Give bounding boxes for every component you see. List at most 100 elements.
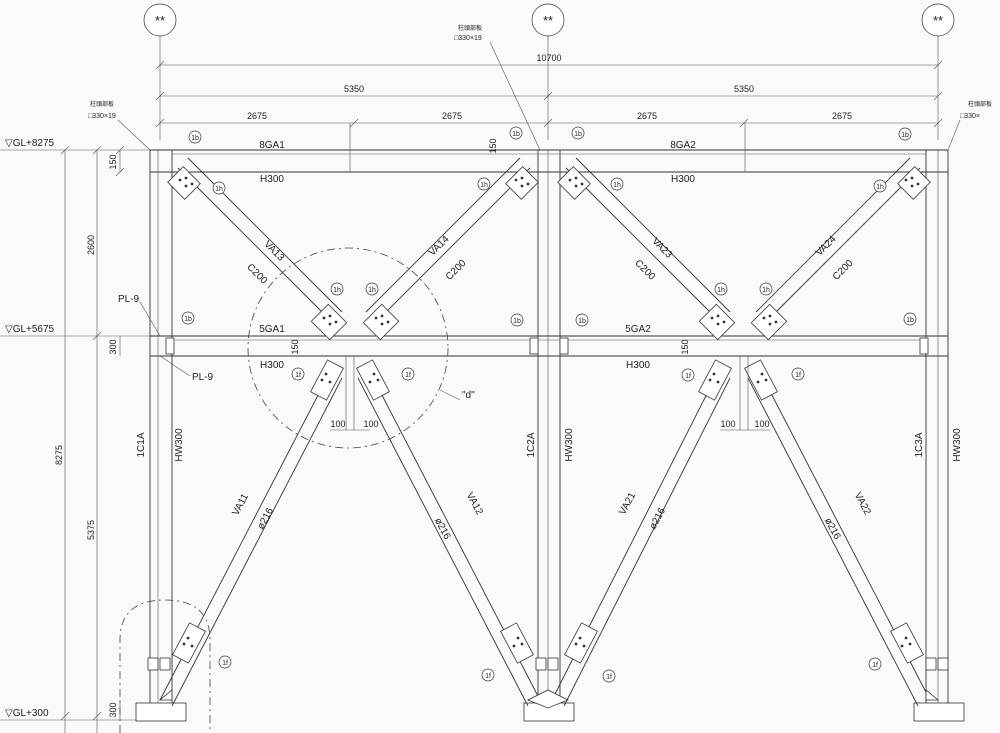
tag-1b: 1b: [578, 318, 586, 325]
tag-1f: 1f: [295, 372, 301, 379]
brace-label: VA21: [617, 490, 638, 516]
brace-section: ø216: [822, 516, 843, 542]
grid-bubble-label: **: [543, 13, 553, 28]
brace-section: ø216: [648, 506, 669, 532]
splice-plates: [147, 337, 949, 671]
tag-1f: 1f: [685, 373, 691, 380]
dimension-chain-top: 10700 5350 5350 2675 2675 2675 2675: [155, 53, 943, 128]
plate-callout-lower: PL-9: [159, 355, 214, 383]
detail-label: "d": [462, 390, 475, 401]
tag-1f: 1f: [872, 662, 878, 669]
callout-title: 柱頭部板: [458, 24, 482, 32]
callout-title: 柱頭部板: [90, 100, 114, 108]
brace-section: C200: [444, 258, 469, 283]
beam-label: 5GA2: [625, 324, 651, 335]
brace-section: ø216: [432, 516, 453, 542]
column-top-callout-1: 柱頭部板 □330×19: [88, 100, 151, 151]
dimension-150: 150: [108, 154, 118, 169]
brace-label: VA24: [814, 234, 839, 259]
gusset-plates: [167, 166, 931, 664]
tag-1b: 1b: [513, 318, 521, 325]
brace-label: VA13: [261, 239, 286, 264]
grid-bubble-label: **: [933, 13, 943, 28]
column-label: 1C1A: [136, 432, 147, 457]
callout-size: □330×: [960, 113, 980, 120]
brace-label: VA23: [649, 236, 674, 261]
dimension-300-base: 300: [108, 702, 118, 717]
tag-1h: 1h: [480, 182, 488, 189]
tag-1b: 1b: [574, 131, 582, 138]
dimension-100: 100: [363, 419, 378, 429]
base-gussets: [158, 689, 940, 709]
dimension-quarter: 2675: [247, 111, 267, 121]
detail-circle: "d": [247, 247, 475, 449]
callout-size: □330×19: [454, 35, 482, 42]
level-label-mid: ▽GL+5675: [5, 324, 55, 335]
brace-section: C200: [831, 258, 856, 283]
upper-brace-VA13: [177, 157, 343, 323]
tag-1h: 1h: [215, 186, 223, 193]
callout-size: □330×19: [88, 113, 116, 120]
beam-section: H300: [626, 360, 650, 371]
tag-1f: 1f: [405, 372, 411, 379]
midspan-dimension-2: 100 100: [720, 356, 770, 431]
dimension-100: 100: [754, 419, 769, 429]
column-2: [523, 150, 575, 722]
grid-bubble-1: **: [143, 3, 177, 37]
beam-section: H300: [260, 360, 284, 371]
beam-label: 8GA2: [670, 140, 696, 151]
midspan-dimension-1: 100 100: [330, 356, 379, 431]
level-label-base: ▽GL+300: [5, 708, 49, 719]
dimension-quarter: 2675: [637, 111, 657, 121]
dimension-150: 150: [680, 339, 690, 354]
beam-section: H300: [260, 174, 284, 185]
plate-label: PL-9: [192, 372, 214, 383]
column-label: 1C2A: [526, 432, 537, 457]
column-label: 1C3A: [914, 432, 925, 457]
tag-1b: 1b: [512, 131, 520, 138]
tag-1h: 1h: [333, 287, 341, 294]
tag-1f: 1f: [222, 660, 228, 667]
tag-1h: 1h: [613, 182, 621, 189]
plate-callout-upper: PL-9: [118, 294, 161, 337]
upper-brace-VA23: [565, 157, 731, 323]
beam-section: H300: [671, 174, 695, 185]
dimension-overall: 10700: [536, 53, 561, 63]
column-section: HW300: [564, 428, 575, 462]
dimension-vertical-upper: 2600: [86, 235, 96, 255]
dimension-vertical-lower: 5375: [86, 520, 96, 540]
dimension-100: 100: [720, 419, 735, 429]
grid-lines: [159, 36, 939, 140]
connection-tags: 1b 1b 1b 1b 1h 1h 1h 1h 1h 1h 1h 1h 1b 1…: [181, 126, 917, 683]
dimension-300-mid: 300: [108, 339, 118, 354]
brace-label: VA22: [852, 491, 873, 517]
upper-brace-VA14: [365, 157, 531, 323]
grid-bubble-label: **: [155, 13, 165, 28]
dimension-150: 150: [488, 138, 498, 153]
dimension-quarter: 2675: [442, 111, 462, 121]
tag-1b: 1b: [901, 132, 909, 139]
plate-label: PL-9: [118, 294, 140, 305]
callout-title: 柱頭部板: [968, 100, 992, 108]
grid-bubble-2: **: [531, 3, 565, 37]
bolt-groups: [178, 176, 920, 648]
lower-brace-VA22: [747, 371, 931, 707]
beam-label: 8GA1: [259, 140, 285, 151]
beam-label: 5GA1: [259, 324, 285, 335]
brace-section: C200: [632, 258, 657, 283]
tag-1b: 1b: [184, 316, 192, 323]
brace-section: C200: [244, 262, 269, 287]
upper-brace-VA24: [755, 157, 921, 323]
column-top-callout-3: 柱頭部板 □330×: [947, 100, 992, 151]
dimension-150: 150: [290, 339, 300, 354]
dimension-half: 5350: [344, 84, 364, 94]
column-top-callout-2: 柱頭部板 □330×19: [454, 24, 541, 151]
beam-mid: [150, 335, 948, 357]
detail-loop-base: [119, 599, 211, 733]
tag-1h: 1h: [368, 287, 376, 294]
grid-bubble-3: **: [921, 3, 955, 37]
column-section: HW300: [174, 428, 185, 462]
tag-1f: 1f: [606, 674, 612, 681]
column-3: [913, 150, 965, 722]
